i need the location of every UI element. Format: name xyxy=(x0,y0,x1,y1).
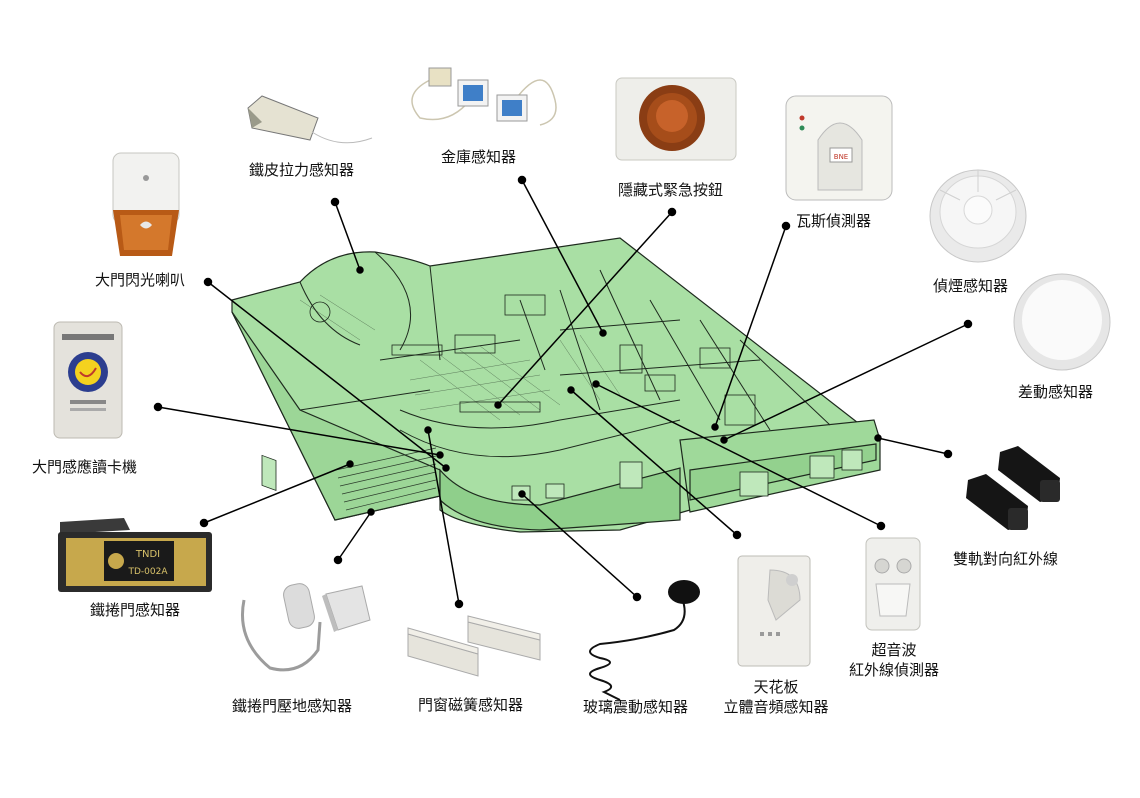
label-vault-sensor: 金庫感知器 xyxy=(441,148,517,166)
building-floorplan xyxy=(231,237,881,533)
label-heat-detector: 差動感知器 xyxy=(1018,383,1094,401)
label-dual-beam-infrared: 雙軌對向紅外線 xyxy=(953,550,1059,568)
dual-beam-infrared-image xyxy=(966,446,1060,530)
heat-detector-image xyxy=(1013,273,1111,371)
label-ceiling-line1: 天花板 xyxy=(753,678,799,696)
ultrasonic-pir-sensor-image xyxy=(865,537,921,631)
label-smoke-detector: 偵煙感知器 xyxy=(933,277,1009,295)
smoke-detector-image xyxy=(929,169,1027,263)
label-siren: 大門閃光喇叭 xyxy=(95,271,186,289)
label-ultrasonic-line2: 紅外線偵測器 xyxy=(848,661,939,679)
glass-break-sensor-image xyxy=(589,580,700,701)
ceiling-acoustic-sensor-image xyxy=(737,555,811,667)
shutter-sensor-image: TNDI TD-002A xyxy=(58,518,212,592)
label-reed-magnet-sensor: 門窗磁簧感知器 xyxy=(418,696,524,714)
shutter-brand-text: TNDI xyxy=(135,549,160,560)
card-reader-image xyxy=(53,321,123,439)
vault-sensor-image xyxy=(411,67,557,126)
siren-image xyxy=(112,152,180,256)
strap-pull-sensor-image xyxy=(247,95,373,144)
shutter-model-text: TD-002A xyxy=(127,567,168,577)
label-hidden-panic-button: 隱藏式緊急按鈕 xyxy=(618,181,724,199)
gas-detector-image: BNE xyxy=(785,95,893,201)
label-strap-pull-sensor: 鐵皮拉力感知器 xyxy=(249,161,355,179)
label-ultrasonic-line1: 超音波 xyxy=(871,641,917,659)
connector-lines xyxy=(153,175,973,609)
label-ceiling-line2: 立體音頻感知器 xyxy=(723,698,829,716)
shutter-floor-sensor-image xyxy=(241,583,371,672)
label-shutter-floor-sensor: 鐵捲門壓地感知器 xyxy=(232,697,353,715)
reed-magnet-sensor-image xyxy=(407,615,541,677)
label-card-reader: 大門感應讀卡機 xyxy=(32,458,138,476)
hidden-panic-button-image xyxy=(615,77,737,161)
label-shutter-sensor: 鐵捲門感知器 xyxy=(90,601,181,619)
label-ultrasonic-pir-sensor: 超音波 紅外線偵測器 xyxy=(838,640,950,680)
label-glass-break-sensor: 玻璃震動感知器 xyxy=(583,698,689,716)
gas-badge-text: BNE xyxy=(834,153,848,161)
label-ceiling-acoustic-sensor: 天花板 立體音頻感知器 xyxy=(716,677,836,717)
label-gas-detector: 瓦斯偵測器 xyxy=(796,212,872,230)
